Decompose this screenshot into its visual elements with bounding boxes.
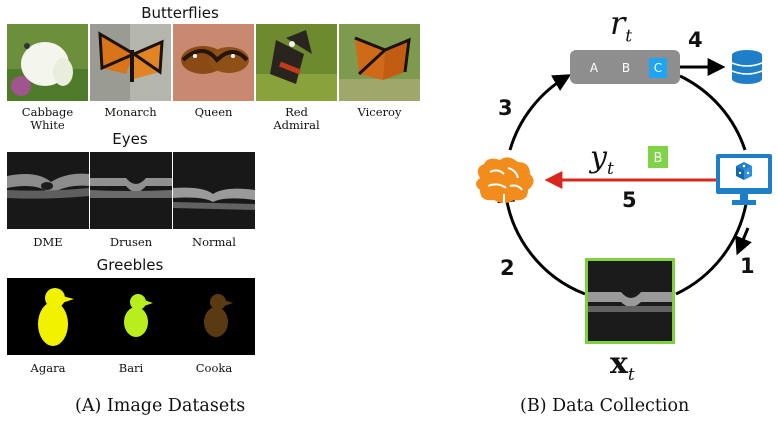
selected-option-highlight <box>649 58 667 78</box>
database-icon <box>731 50 763 84</box>
greeble-agara <box>38 288 74 346</box>
eye-label-normal: Normal <box>192 235 236 249</box>
panel-a-caption: (A) Image Datasets <box>75 396 246 416</box>
arc-monitor-to-input <box>675 203 748 296</box>
input-image <box>585 258 675 344</box>
brain-icon <box>476 157 534 204</box>
butterfly-image-queen <box>173 24 254 101</box>
option-b: B <box>622 61 630 75</box>
panel-b-caption: (B) Data Collection <box>520 396 690 416</box>
butterfly-image-monarch <box>90 24 171 101</box>
option-box: A B C <box>570 50 680 84</box>
dice-icon <box>736 162 752 180</box>
oct-image-drusen <box>90 152 172 229</box>
step-2: 2 <box>500 256 515 280</box>
greebles-image-strip <box>7 278 255 355</box>
step-3: 3 <box>498 96 513 120</box>
eye-label-drusen: Drusen <box>109 235 153 249</box>
step-5: 5 <box>622 188 637 212</box>
greeble-label-bari: Bari <box>118 361 144 375</box>
butterfly-image-red-admiral <box>256 24 337 101</box>
eye-label-dme: DME <box>33 235 63 249</box>
butterfly-label-monarch: Monarch <box>104 105 157 119</box>
arc-input-to-annotator <box>497 184 586 296</box>
oct-image-dme <box>7 152 89 229</box>
eyes-title: Eyes <box>112 130 148 148</box>
arc-option-box-to-monitor <box>679 74 747 151</box>
greeble-label-agara: Agara <box>30 361 66 375</box>
input-label: xt <box>610 346 635 385</box>
annotator-label: yt <box>590 140 614 179</box>
butterflies-title: Butterflies <box>141 4 219 22</box>
butterfly-label-red-admiral: Red Admiral <box>273 105 320 132</box>
step-4: 4 <box>688 28 703 52</box>
butterfly-label-queen: Queen <box>194 105 233 119</box>
greeble-label-cooka: Cooka <box>195 361 233 375</box>
monitor-icon <box>716 154 772 205</box>
greeble-cooka <box>204 294 233 337</box>
step-1: 1 <box>740 254 755 278</box>
butterfly-image-cabbage-white <box>7 24 88 101</box>
butterfly-image-viceroy <box>339 24 420 101</box>
butterfly-label-viceroy: Viceroy <box>357 105 402 119</box>
option-c: C <box>654 61 662 75</box>
reward-label: rt <box>610 4 633 47</box>
greeble-bari <box>124 294 153 337</box>
arc-annotator-to-option-box <box>508 74 572 151</box>
greebles-title: Greebles <box>96 256 164 274</box>
oct-image-normal <box>173 152 255 229</box>
label-badge: B <box>648 146 668 168</box>
option-a: A <box>590 61 599 75</box>
butterfly-label-cabbage-white: Cabbage White <box>21 105 74 132</box>
label-badge-text: B <box>654 151 663 166</box>
